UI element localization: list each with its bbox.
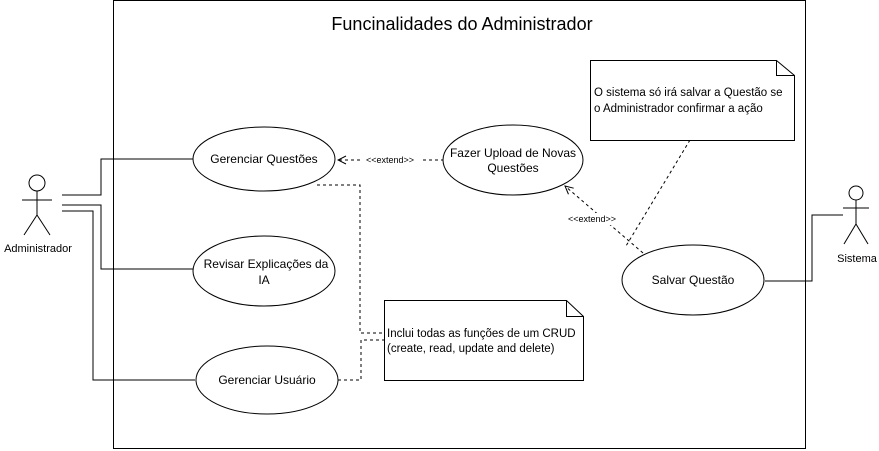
actor-sistema-leg-right xyxy=(855,223,869,245)
note-anchor-crud-gerenciar-usuario xyxy=(338,339,384,381)
assoc-admin-gerenciar-usuario xyxy=(62,210,195,381)
extend-label-top: <<extend>> xyxy=(366,155,414,165)
system-boundary xyxy=(113,0,806,449)
note-crud xyxy=(384,300,584,381)
usecase-gerenciar-questoes[interactable] xyxy=(192,126,336,192)
actor-sistema-head xyxy=(848,185,864,201)
note-salvar-fold xyxy=(776,60,795,76)
extend-label-bottom: <<extend>> xyxy=(568,214,616,224)
usecase-salvar-questao[interactable] xyxy=(621,244,765,316)
extend-salvar-to-upload xyxy=(565,186,644,254)
note-crud-line2: (create, read, update and delete) xyxy=(387,343,555,355)
extend-label-bg-bottom xyxy=(562,213,622,225)
usecase-fazer-upload-line1: Fazer Upload de Novas xyxy=(450,146,576,160)
usecase-salvar-questao-label: Salvar Questão xyxy=(652,273,735,287)
actor-sistema[interactable] xyxy=(843,185,869,245)
actor-sistema-label: Sistema xyxy=(837,253,878,265)
actor-administrador[interactable] xyxy=(22,174,52,236)
usecase-gerenciar-usuario[interactable] xyxy=(195,345,339,415)
note-anchor-crud-gerenciar-questoes xyxy=(317,184,384,334)
usecase-fazer-upload[interactable] xyxy=(442,124,584,196)
usecase-gerenciar-usuario-label: Gerenciar Usuário xyxy=(218,373,316,387)
assoc-sistema-salvar xyxy=(765,214,843,282)
usecase-gerenciar-questoes-label: Gerenciar Questões xyxy=(210,152,317,166)
note-anchor-salvar xyxy=(625,139,691,247)
assoc-admin-revisar xyxy=(62,204,194,270)
actor-administrador-leg-right xyxy=(36,214,51,236)
note-salvar-line1: O sistema só irá salvar a Questão se xyxy=(594,87,783,99)
note-crud-line1: Inclui todas as funções de um CRUD xyxy=(387,328,576,340)
actor-administrador-leg-left xyxy=(23,214,38,236)
note-salvar-questao xyxy=(590,60,795,141)
usecase-revisar-line1: Revisar Explicações da xyxy=(204,257,329,271)
usecase-fazer-upload-line2: Questões xyxy=(487,161,538,175)
actor-sistema-leg-left xyxy=(843,223,857,245)
note-crud-fold xyxy=(566,300,584,317)
usecase-revisar-line2: IA xyxy=(258,273,269,287)
note-salvar-line2: o Administrador confirmar a ação xyxy=(594,103,763,115)
extend-label-bg-top xyxy=(360,154,420,166)
usecase-revisar-explicacoes[interactable] xyxy=(192,235,336,307)
actor-administrador-head xyxy=(28,174,46,192)
diagram-title: Funcinalidades do Administrador xyxy=(331,14,592,34)
actor-administrador-label: Administrador xyxy=(4,243,72,255)
assoc-admin-gerenciar-questoes xyxy=(62,158,197,196)
